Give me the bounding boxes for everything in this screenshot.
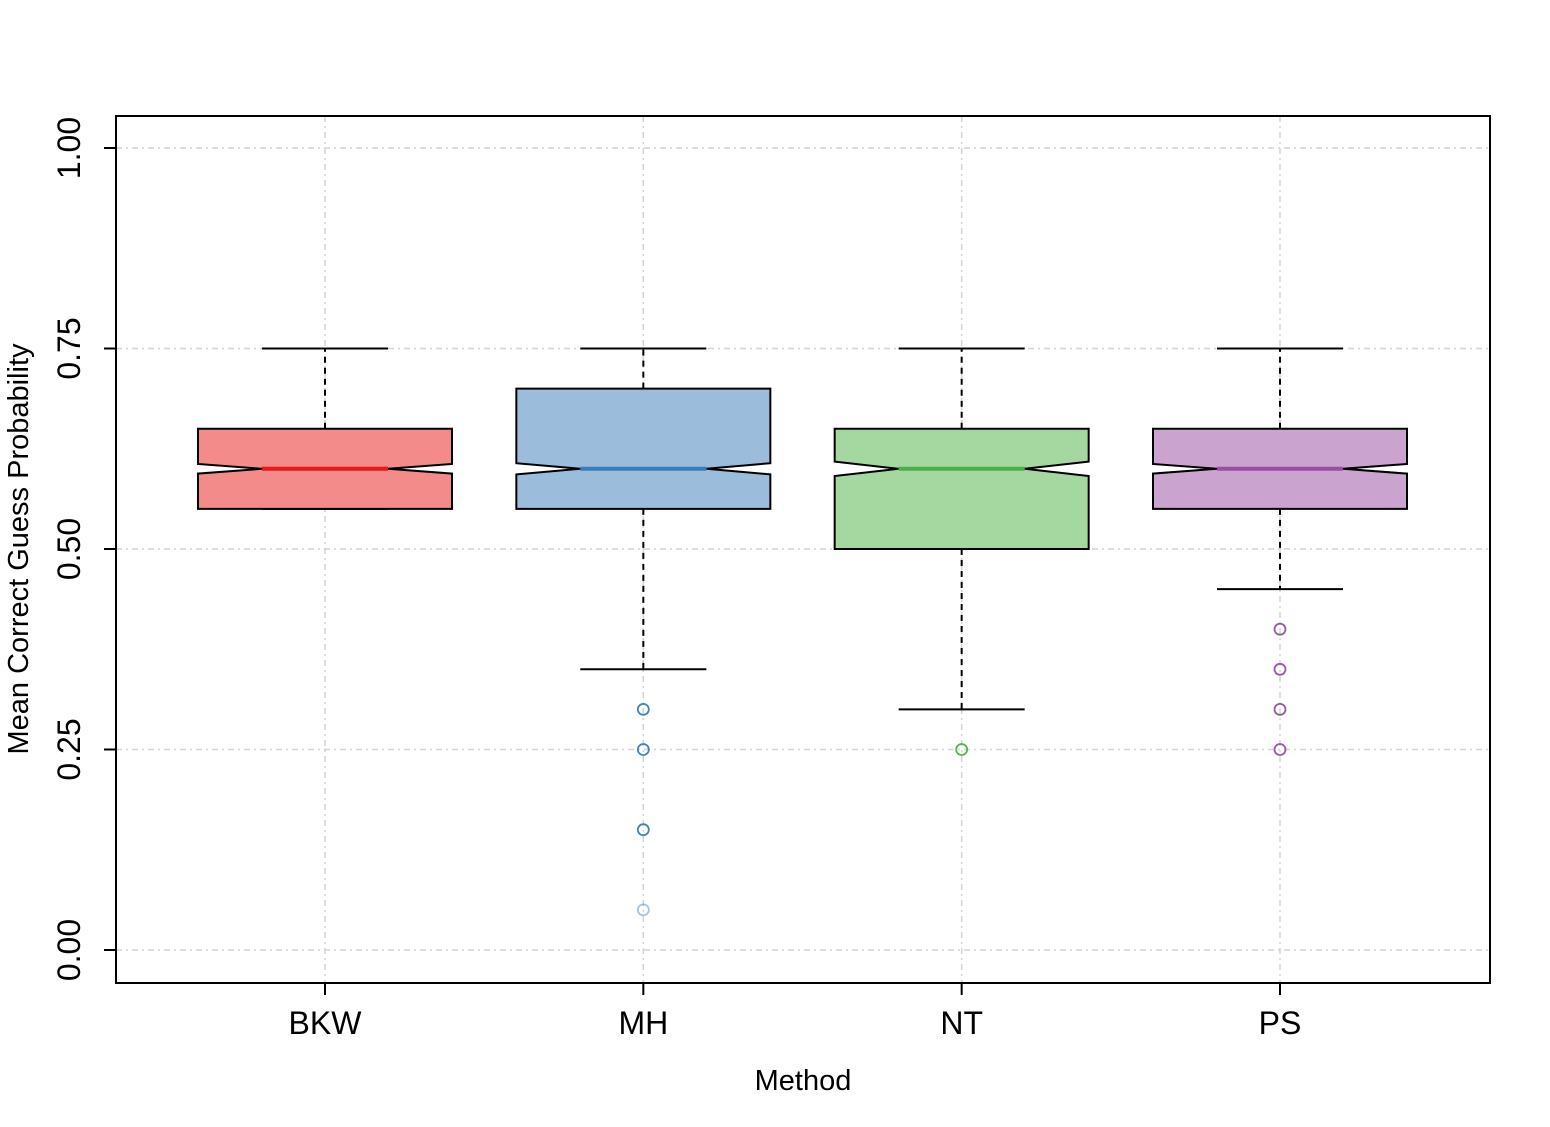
box-group-bkw (197, 347, 453, 510)
y-tick-label: 0.50 (51, 518, 87, 580)
x-tick-label-bkw: BKW (289, 1005, 363, 1041)
outlier-point (636, 823, 650, 837)
outlier-point (1273, 743, 1287, 756)
box-body (833, 427, 1090, 550)
outlier-point (636, 743, 650, 756)
outlier-point (636, 903, 650, 917)
x-axis-title: Method (755, 1065, 852, 1097)
box-group-ps (1152, 347, 1408, 756)
x-tick-label-mh: MH (618, 1005, 668, 1041)
y-axis-title: Mean Correct Guess Probability (3, 343, 35, 754)
outlier-point (636, 703, 650, 716)
outlier-point (1273, 703, 1287, 716)
x-tick-label-ps: PS (1259, 1005, 1302, 1041)
box-group-mh (515, 347, 772, 917)
y-tick-label: 0.25 (51, 718, 87, 780)
box-layer (197, 347, 1408, 917)
outlier-point (1273, 662, 1287, 676)
x-tick-label-nt: NT (940, 1005, 983, 1041)
y-tick-label: 0.00 (51, 919, 87, 981)
outlier-point (1273, 622, 1287, 636)
grid-layer (116, 116, 1490, 983)
box-body (515, 387, 772, 510)
y-tick-label: 1.00 (51, 117, 87, 179)
outlier-point (955, 743, 969, 756)
y-tick-label: 0.75 (51, 317, 87, 379)
plot-frame (115, 115, 1491, 984)
box-group-nt (833, 347, 1090, 756)
